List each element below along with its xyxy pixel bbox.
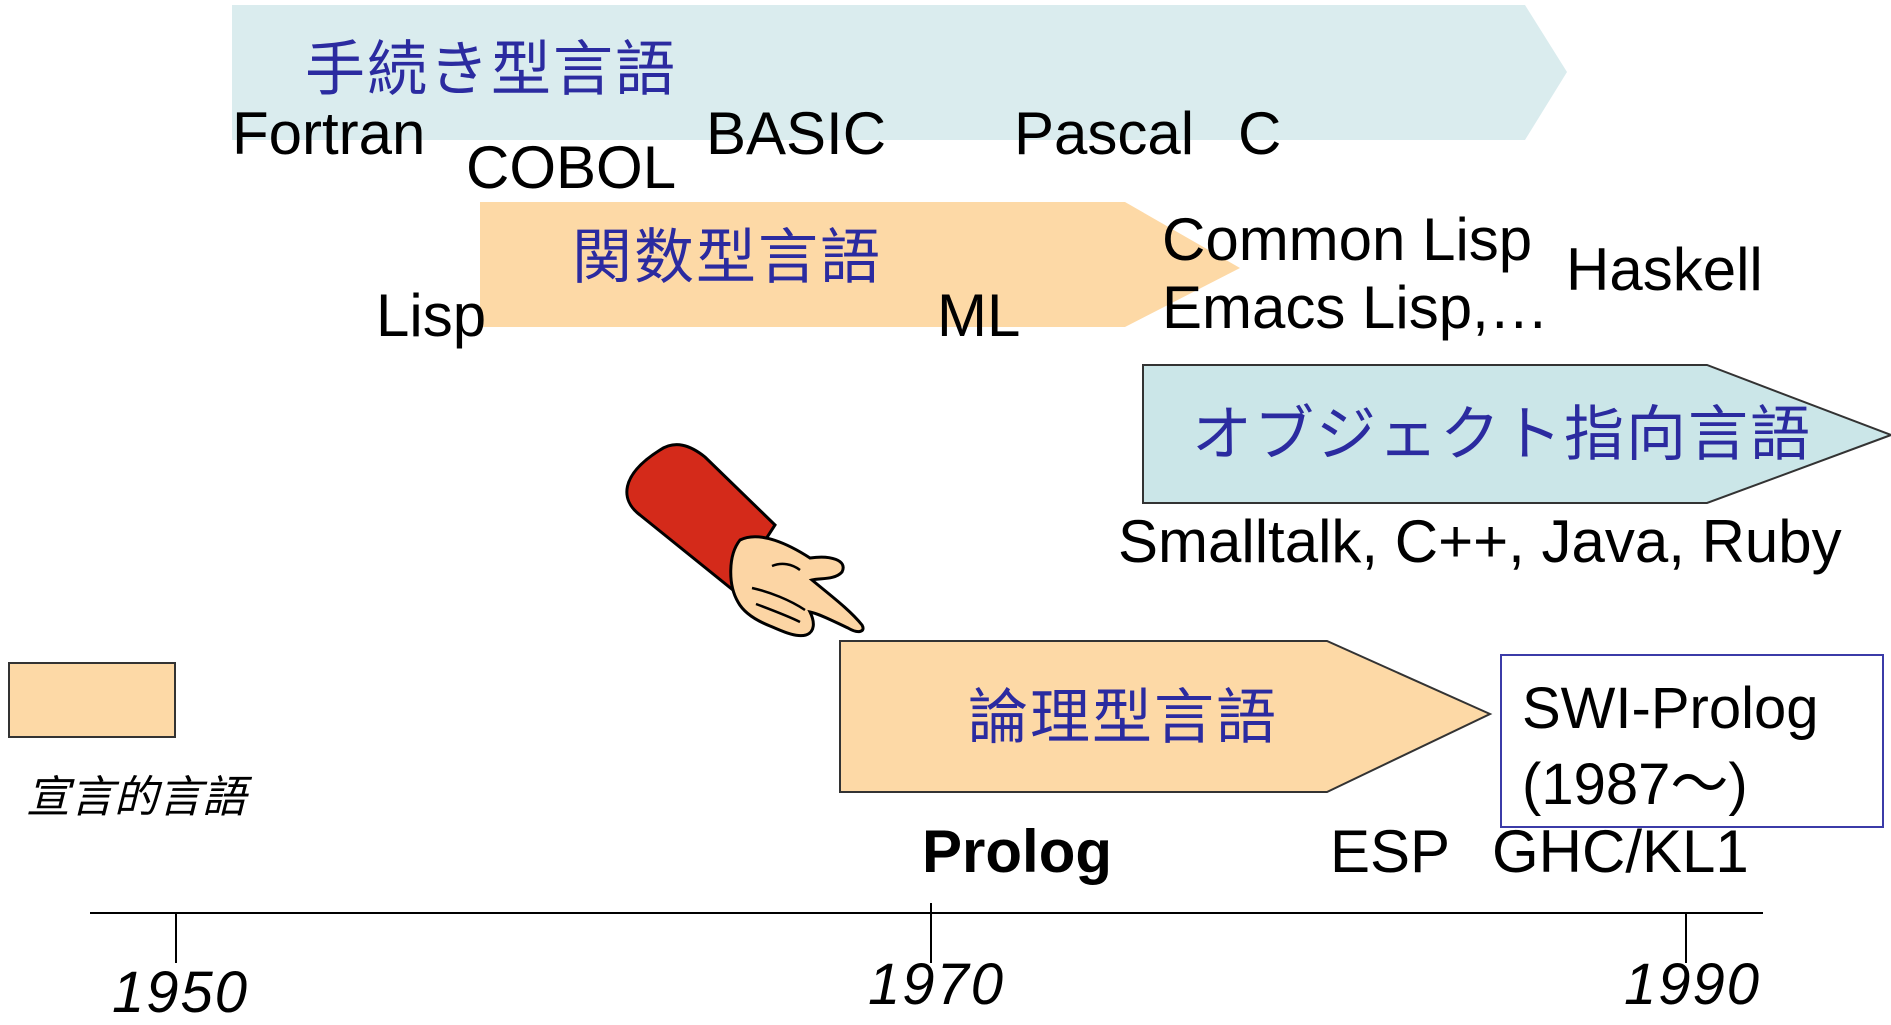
lang-emacs-lisp: Emacs Lisp,… <box>1162 274 1549 341</box>
procedural-label: 手続き型言語 <box>305 36 677 103</box>
logic-arrow <box>839 640 1493 793</box>
procedural-arrow <box>232 5 1567 140</box>
lang-ml: ML <box>937 282 1021 349</box>
lang-c: C <box>1238 100 1282 167</box>
pointing-hand-icon <box>625 443 865 638</box>
swi-prolog-year: (1987～) <box>1522 752 1748 817</box>
lang-haskell: Haskell <box>1566 236 1763 303</box>
swi-prolog-name: SWI-Prolog <box>1522 676 1819 741</box>
year-1950: 1950 <box>112 960 250 1025</box>
lang-common-lisp: Common Lisp <box>1162 206 1533 273</box>
year-1990: 1990 <box>1624 952 1762 1017</box>
lang-oo-list: Smalltalk, C++, Java, Ruby <box>1118 508 1842 575</box>
year-1970: 1970 <box>868 952 1006 1017</box>
lang-fortran: Fortran <box>232 100 426 167</box>
swi-prolog-box: SWI-Prolog (1987～) <box>1500 654 1884 828</box>
lang-cobol: COBOL <box>466 134 677 201</box>
object-oriented-label: オブジェクト指向言語 <box>1192 401 1812 468</box>
lang-esp: ESP <box>1330 818 1451 885</box>
lang-ghc: GHC/KL1 <box>1492 818 1749 885</box>
functional-arrow <box>480 202 1240 327</box>
lang-lisp: Lisp <box>376 282 487 349</box>
logic-label: 論理型言語 <box>968 684 1278 751</box>
lang-prolog: Prolog <box>922 818 1112 885</box>
lang-pascal: Pascal <box>1014 100 1195 167</box>
functional-label: 関数型言語 <box>572 224 882 291</box>
legend-swatch <box>8 662 176 738</box>
legend-label: 宣言的言語 <box>26 773 246 822</box>
lang-basic: BASIC <box>706 100 887 167</box>
object-oriented-arrow <box>1142 364 1891 504</box>
